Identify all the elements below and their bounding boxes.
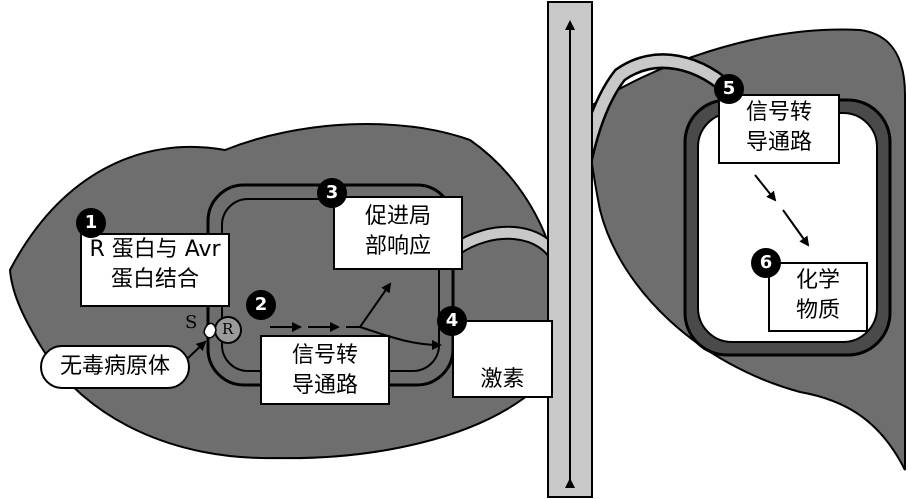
badge-5: 5 bbox=[714, 74, 744, 104]
step1-label: R 蛋白与 Avr 蛋白结合 bbox=[80, 233, 230, 307]
r-marker-text: R bbox=[222, 320, 234, 338]
step2-label: 信号转 导通路 bbox=[260, 335, 390, 405]
badge-6: 6 bbox=[751, 248, 781, 278]
s-marker: S bbox=[185, 312, 198, 333]
hormone-text: 激素 bbox=[480, 367, 525, 392]
s-receptor bbox=[203, 322, 217, 339]
step6-label: 化学 物质 bbox=[768, 262, 868, 332]
badge-2: 2 bbox=[246, 290, 276, 320]
badge-4: 4 bbox=[437, 306, 467, 336]
pathogen-label: 无毒病原体 bbox=[40, 345, 190, 389]
step4-label bbox=[452, 320, 553, 398]
step5-label: 信号转 导通路 bbox=[718, 94, 840, 164]
badge-3: 3 bbox=[317, 178, 347, 208]
step3-label: 促进局 部响应 bbox=[333, 196, 463, 270]
badge-1: 1 bbox=[76, 208, 106, 238]
